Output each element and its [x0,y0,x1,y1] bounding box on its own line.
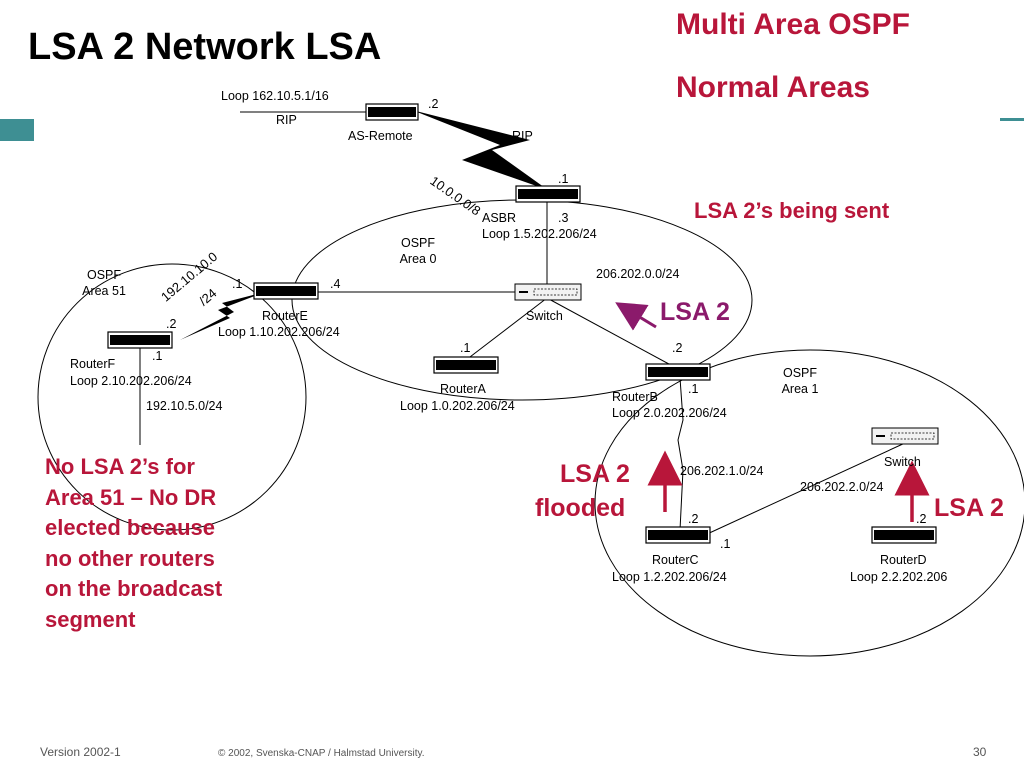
lsa2-flooded-label-line1: LSA 2 [560,460,630,488]
rip-left-label: RIP [276,113,297,127]
net-206-1-label: 206.202.1.0/24 [680,464,764,478]
area51-label-line1: OSPF [86,268,122,282]
lsa2-area0-arrow [615,302,657,331]
net-206-0-label: 206.202.0.0/24 [596,267,680,281]
note-line: on the broadcast [45,576,223,601]
router-routere [253,282,319,300]
note-line: elected because [45,515,215,540]
routera-label: RouterA [440,382,486,396]
routera-ip-label: .1 [460,341,471,355]
header-multi-area: Multi Area OSPF [676,8,910,41]
area51-note: No LSA 2’s for Area 51 – No DR elected b… [45,452,285,635]
lsa2-right-label: LSA 2 [934,494,1004,522]
switch-area0-label: Switch [526,309,563,323]
routerc-switch1-line [704,442,906,536]
note-line: No LSA 2’s for [45,454,195,479]
as-remote-loop-label: Loop 162.10.5.1/16 [221,89,329,103]
router-asbr [515,185,581,203]
asbr-label: ASBR [482,211,517,225]
lsa2-area0-label: LSA 2 [660,298,730,326]
switch-routera-line [465,297,548,361]
routere-loop-label: Loop 1.10.202.206/24 [218,325,340,339]
routerc-switch-ip-label: .1 [720,537,731,551]
lsa-being-sent-label: LSA 2’s being sent [694,198,890,223]
routere-serial-ip-label: .1 [232,277,243,291]
routerf-label: RouterF [70,357,116,371]
area1-ellipse [594,349,1024,657]
area51-ellipse [37,263,307,531]
switch-area0 [514,283,582,301]
router-routerd [871,526,937,544]
area1-label-line2: Area 1 [781,382,819,396]
routere-label: RouterE [262,309,308,323]
routerb-loop-label: Loop 2.0.202.206/24 [612,406,727,420]
switch-area1-label: Switch [884,455,921,469]
routera-loop-label: Loop 1.0.202.206/24 [400,399,515,413]
area51-label-line2: Area 51 [82,284,126,298]
footer-page-number: 30 [973,745,987,759]
routerb-label: RouterB [612,390,658,404]
header-normal-areas: Normal Areas [676,71,870,104]
accent-bar-left [0,119,34,141]
switch-routerb-line [546,297,681,371]
serial-bolt-asbr [412,110,548,190]
rip-right-label: RIP [512,129,533,143]
asbr-ip-label: .1 [558,172,569,186]
routerb-area1-ip-label: .1 [688,382,699,396]
net-192-5-label: 192.10.5.0/24 [146,399,223,413]
routere-lan-ip-label: .4 [330,277,341,291]
switch-area1 [871,427,939,445]
routerd-label: RouterD [880,553,927,567]
asbr-loop-label: Loop 1.5.202.206/24 [482,227,597,241]
lsa2-flooded-label-line2: flooded [535,494,626,522]
area0-label-line2: Area 0 [399,252,437,266]
footer-version: Version 2002-1 [40,745,121,759]
note-line: no other routers [45,545,215,571]
routerb-routerc-link [677,377,684,531]
routerd-ip-label: .2 [916,512,927,526]
routerf-serial-ip-label: .2 [166,317,177,331]
accent-bar-right [1000,118,1024,121]
router-routerb [645,363,711,381]
as-remote-ip-label: .2 [428,97,439,111]
asbr-lan-ip-label: .3 [558,211,569,225]
routerc-lan-ip-label: .2 [688,512,699,526]
routerc-label: RouterC [652,553,699,567]
area1-label-line1: OSPF [782,366,818,380]
footer-copyright: © 2002, Svenska-CNAP / Halmstad Universi… [218,748,425,759]
net-206-2-label: 206.202.2.0/24 [800,480,884,494]
routerf-lan-ip-label: .1 [152,349,163,363]
routerd-loop-label: Loop 2.2.202.206 [850,570,948,584]
area0-label-line1: OSPF [400,236,436,250]
routerb-area0-ip-label: .2 [672,341,683,355]
routerf-loop-label: Loop 2.10.202.206/24 [70,374,192,388]
slide-title: LSA 2 Network LSA [28,26,382,68]
routerc-loop-label: Loop 1.2.202.206/24 [612,570,727,584]
note-line: Area 51 – No DR [45,484,217,510]
router-as-remote [365,103,419,121]
router-routerc [645,526,711,544]
router-routerf [107,331,173,349]
as-remote-label: AS-Remote [348,129,413,143]
router-routera [433,356,499,374]
note-line: segment [45,606,136,632]
